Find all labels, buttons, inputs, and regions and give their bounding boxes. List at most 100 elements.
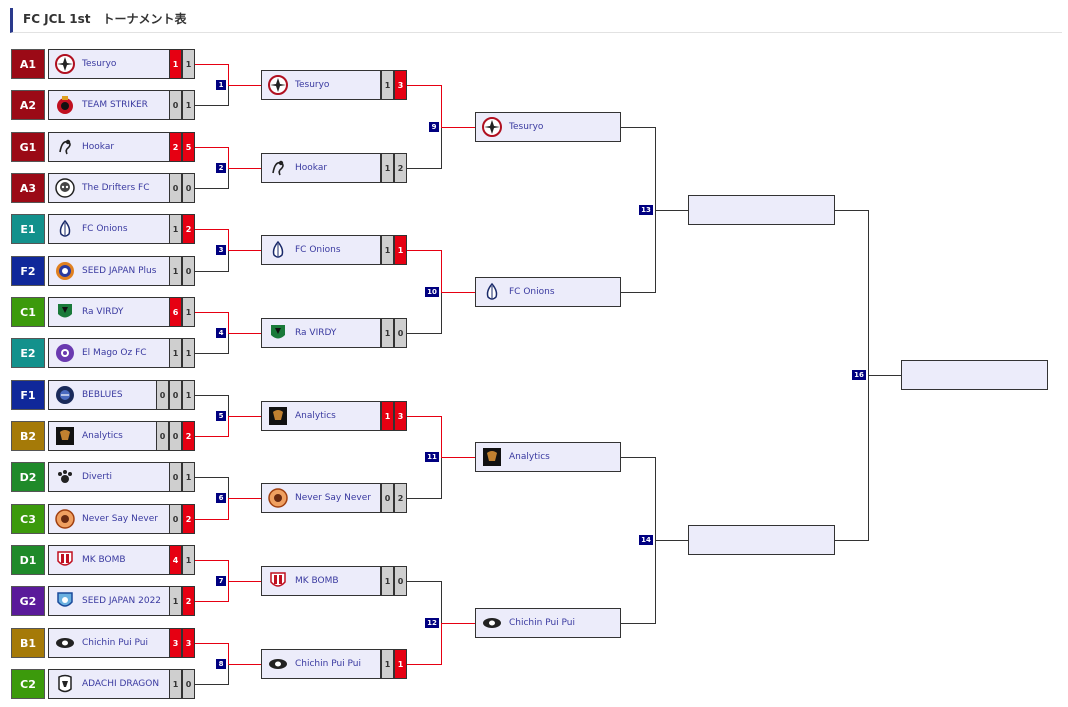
round2-4-score-1: 1 bbox=[381, 318, 394, 348]
purple-ball-icon bbox=[54, 342, 76, 364]
bracket-line bbox=[195, 188, 229, 189]
bracket-line bbox=[441, 457, 476, 458]
team-entry[interactable]: Hookar bbox=[261, 153, 381, 183]
round1-4-score-1: 0 bbox=[169, 173, 182, 203]
team-entry[interactable]: Ra VIRDY bbox=[261, 318, 381, 348]
semifinal-slot-1[interactable] bbox=[688, 195, 835, 225]
team-entry[interactable]: MK BOMB bbox=[261, 566, 381, 596]
team-entry[interactable]: Tesuryo bbox=[261, 70, 381, 100]
round1-12-score-1: 0 bbox=[169, 504, 182, 534]
match-number-1: 1 bbox=[216, 80, 226, 90]
bracket-line bbox=[228, 477, 229, 499]
bracket-line bbox=[407, 498, 442, 499]
team-entry[interactable]: Diverti bbox=[48, 462, 170, 492]
bracket-line bbox=[228, 643, 229, 665]
team-name: The Drifters FC bbox=[82, 183, 150, 193]
round1-15-score-2: 3 bbox=[182, 628, 195, 658]
team-name: Ra VIRDY bbox=[295, 328, 337, 338]
red-shield-icon bbox=[267, 570, 289, 592]
team-entry[interactable]: FC Onions bbox=[475, 277, 621, 307]
team-entry[interactable]: MK BOMB bbox=[48, 545, 170, 575]
team-name: FC Onions bbox=[295, 245, 341, 255]
seed-badge-a3: A3 bbox=[11, 173, 45, 203]
team-entry[interactable]: SEED JAPAN Plus bbox=[48, 256, 170, 286]
team-name: Chichin Pui Pui bbox=[82, 638, 149, 648]
team-entry[interactable]: Chichin Pui Pui bbox=[48, 628, 170, 658]
round1-8-score-1: 1 bbox=[169, 338, 182, 368]
bracket-line bbox=[228, 416, 262, 417]
semifinal-slot-2[interactable] bbox=[688, 525, 835, 555]
team-entry[interactable]: Tesuryo bbox=[475, 112, 621, 142]
round2-2-score-1: 1 bbox=[381, 153, 394, 183]
match-number-8: 8 bbox=[216, 659, 226, 669]
round1-16-score-2: 0 bbox=[182, 669, 195, 699]
dark-logo-icon bbox=[481, 446, 503, 468]
team-name: Hookar bbox=[82, 142, 115, 152]
round1-12-score-2: 2 bbox=[182, 504, 195, 534]
team-entry[interactable]: Analytics bbox=[475, 442, 621, 472]
team-entry[interactable]: Hookar bbox=[48, 132, 170, 162]
onion-icon bbox=[54, 218, 76, 240]
team-name: Chichin Pui Pui bbox=[295, 659, 362, 669]
bracket-line bbox=[228, 581, 229, 602]
bracket-line bbox=[621, 457, 656, 458]
team-name: SEED JAPAN Plus bbox=[82, 266, 157, 276]
seed-badge-c1: C1 bbox=[11, 297, 45, 327]
final-slot[interactable] bbox=[901, 360, 1048, 390]
match-number-16: 16 bbox=[852, 370, 866, 380]
team-name: Hookar bbox=[295, 163, 328, 173]
round1-11-score-1: 0 bbox=[169, 462, 182, 492]
bracket-line bbox=[228, 560, 229, 582]
orange-crest-icon bbox=[267, 487, 289, 509]
team-entry[interactable]: Chichin Pui Pui bbox=[475, 608, 621, 638]
bracket-line bbox=[228, 416, 229, 437]
bracket-line bbox=[228, 395, 229, 417]
crest-icon bbox=[54, 94, 76, 116]
match-number-9: 9 bbox=[429, 122, 439, 132]
orange-crest-icon bbox=[54, 508, 76, 530]
team-entry[interactable]: FC Onions bbox=[48, 214, 170, 244]
team-name: FC Onions bbox=[82, 224, 128, 234]
team-entry[interactable]: ADACHI DRAGON bbox=[48, 669, 170, 699]
bracket-line bbox=[407, 664, 442, 665]
bracket-line bbox=[441, 127, 476, 128]
bracket-line bbox=[407, 581, 442, 582]
page-title: FC JCL 1st トーナメント表 bbox=[10, 8, 1062, 33]
team-name: SEED JAPAN 2022 bbox=[82, 596, 162, 606]
team-entry[interactable]: BEBLUES bbox=[48, 380, 157, 410]
round2-7-score-2: 0 bbox=[394, 566, 407, 596]
bracket-line bbox=[195, 477, 229, 478]
round1-10-score-2: 0 bbox=[169, 421, 182, 451]
team-entry[interactable]: Never Say Never bbox=[48, 504, 170, 534]
match-number-4: 4 bbox=[216, 328, 226, 338]
wings-icon bbox=[54, 632, 76, 654]
team-entry[interactable]: El Mago Oz FC bbox=[48, 338, 170, 368]
wings-icon bbox=[267, 653, 289, 675]
team-entry[interactable]: Chichin Pui Pui bbox=[261, 649, 381, 679]
team-entry[interactable]: The Drifters FC bbox=[48, 173, 170, 203]
wings-icon bbox=[481, 612, 503, 634]
bracket-line bbox=[441, 292, 442, 334]
bracket-line bbox=[441, 581, 442, 624]
bracket-line bbox=[621, 127, 656, 128]
team-entry[interactable]: FC Onions bbox=[261, 235, 381, 265]
round2-3-score-1: 1 bbox=[381, 235, 394, 265]
dragon-icon bbox=[54, 673, 76, 695]
team-entry[interactable]: Never Say Never bbox=[261, 483, 381, 513]
dark-logo-icon bbox=[267, 405, 289, 427]
team-entry[interactable]: Analytics bbox=[261, 401, 381, 431]
seed-badge-g2: G2 bbox=[11, 586, 45, 616]
team-entry[interactable]: TEAM STRIKER bbox=[48, 90, 170, 120]
round1-8-score-2: 1 bbox=[182, 338, 195, 368]
bracket-line bbox=[868, 375, 902, 376]
team-name: MK BOMB bbox=[295, 576, 339, 586]
bracket-line bbox=[228, 64, 229, 86]
round2-6-score-1: 0 bbox=[381, 483, 394, 513]
round1-9-score-3: 1 bbox=[182, 380, 195, 410]
team-entry[interactable]: Tesuryo bbox=[48, 49, 170, 79]
team-entry[interactable]: SEED JAPAN 2022 bbox=[48, 586, 170, 616]
team-entry[interactable]: Analytics bbox=[48, 421, 157, 451]
bracket-line bbox=[441, 127, 442, 169]
team-entry[interactable]: Ra VIRDY bbox=[48, 297, 170, 327]
monkey-icon bbox=[267, 157, 289, 179]
